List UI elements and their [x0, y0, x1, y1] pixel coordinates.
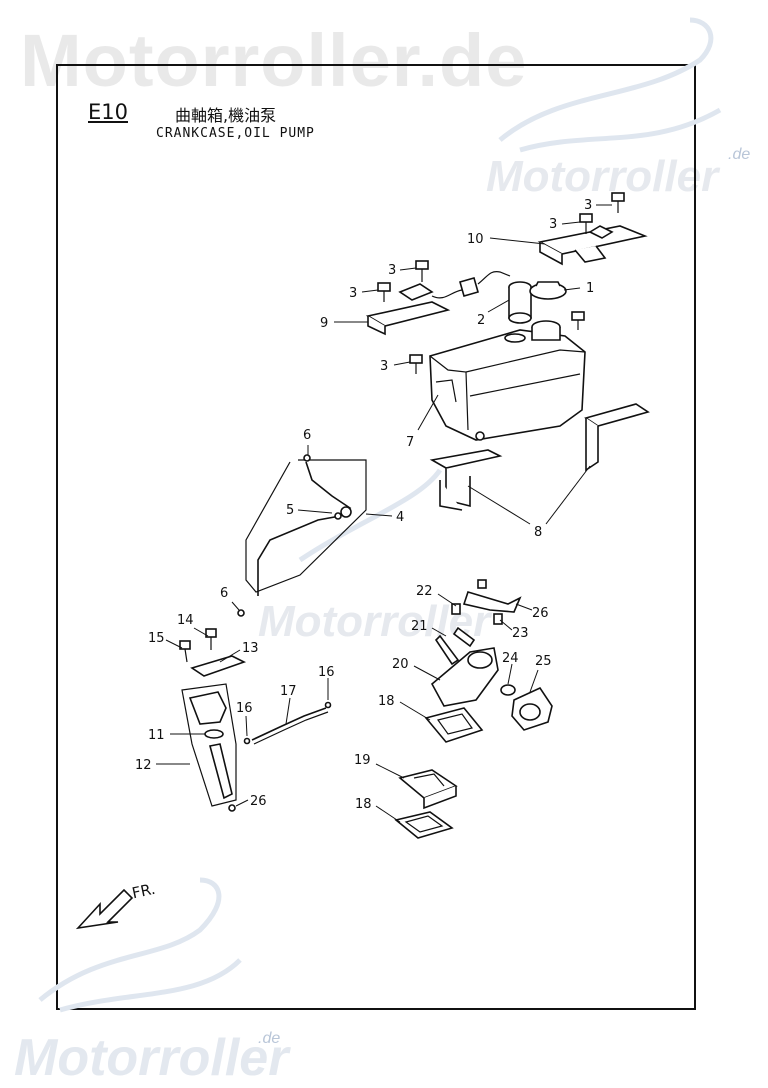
bolt-icon: [179, 628, 217, 663]
watermark-bottom: Motorroller: [14, 1029, 289, 1087]
callout-24: 24: [502, 651, 519, 666]
callout-16: 16: [236, 701, 253, 716]
callout-numbers: 1 2 3 3 3 3 3 4 5 6 6 7 8 9 10 11 12 13 …: [135, 198, 594, 812]
watermark-top: Motorroller.de: [20, 19, 528, 102]
part-2-filler-neck: [508, 281, 532, 324]
watermark-right: Motorroller: [486, 152, 719, 201]
part-24-o-ring: [500, 684, 516, 696]
diagram-title-english: CRANKCASE,OIL PUMP: [156, 126, 315, 141]
callout-12: 12: [135, 758, 152, 773]
callout-22: 22: [416, 584, 433, 599]
bolt-icon: [377, 260, 585, 374]
callout-15: 15: [148, 631, 165, 646]
part-13-plate: [190, 655, 247, 677]
watermark-scooter-graphics: [38, 17, 722, 1013]
callout-3: 3: [349, 286, 357, 301]
callout-17: 17: [280, 684, 297, 699]
callout-9: 9: [320, 316, 328, 331]
diagram-code: E10: [88, 100, 128, 124]
watermark-bottom-suffix: .de: [258, 1030, 281, 1047]
callout-11: 11: [148, 728, 165, 743]
part-17-oil-pipe: [243, 701, 332, 745]
diagram-frame: [56, 64, 696, 1010]
callout-2: 2: [477, 313, 485, 328]
callout-3: 3: [380, 359, 388, 374]
callout-23: 23: [512, 626, 529, 641]
callout-18: 18: [378, 694, 395, 709]
callout-3: 3: [388, 263, 396, 278]
part-20-intake-manifold: [430, 647, 499, 707]
part-19-reed-valve: [398, 769, 458, 810]
callout-7: 7: [406, 435, 414, 450]
callout-20: 20: [392, 657, 409, 672]
callout-14: 14: [177, 613, 194, 628]
part-18-gasket: [424, 707, 484, 743]
part-7-oil-tank: [429, 320, 586, 441]
callout-1: 1: [586, 281, 594, 296]
callout-26: 26: [532, 606, 549, 621]
front-direction-arrow-icon: [75, 888, 134, 930]
callout-6: 6: [303, 428, 311, 443]
callout-10: 10: [467, 232, 484, 247]
part-18-gasket-lower: [394, 811, 454, 839]
callout-leader-lines: [156, 204, 612, 823]
part-8-tank-brackets: [429, 403, 650, 511]
callout-5: 5: [286, 503, 294, 518]
callout-13: 13: [242, 641, 259, 656]
part-4-hose-assembly: [237, 454, 367, 617]
part-1-tank-cap: [529, 281, 567, 300]
diagram-title-chinese: 曲軸箱,機油泵: [175, 106, 277, 125]
part-10-bracket: [537, 225, 648, 266]
callout-4: 4: [396, 510, 404, 525]
callout-19: 19: [354, 753, 371, 768]
callout-8: 8: [534, 525, 542, 540]
watermark-right-suffix: .de: [728, 146, 751, 163]
callout-26: 26: [250, 794, 267, 809]
callout-21: 21: [411, 619, 428, 634]
callout-3: 3: [549, 217, 557, 232]
bolt-icon: [434, 603, 503, 666]
callout-6: 6: [220, 586, 228, 601]
part-12-oil-pump: [181, 683, 237, 812]
callout-16: 16: [318, 665, 335, 680]
bolt-icon: [579, 192, 625, 234]
callout-18: 18: [355, 797, 372, 812]
callout-25: 25: [535, 654, 552, 669]
part-22-26-bracket: [462, 579, 522, 613]
callout-3: 3: [584, 198, 592, 213]
part-9-sensor-bracket: [365, 271, 511, 336]
part-25-rubber-joint: [511, 686, 553, 731]
